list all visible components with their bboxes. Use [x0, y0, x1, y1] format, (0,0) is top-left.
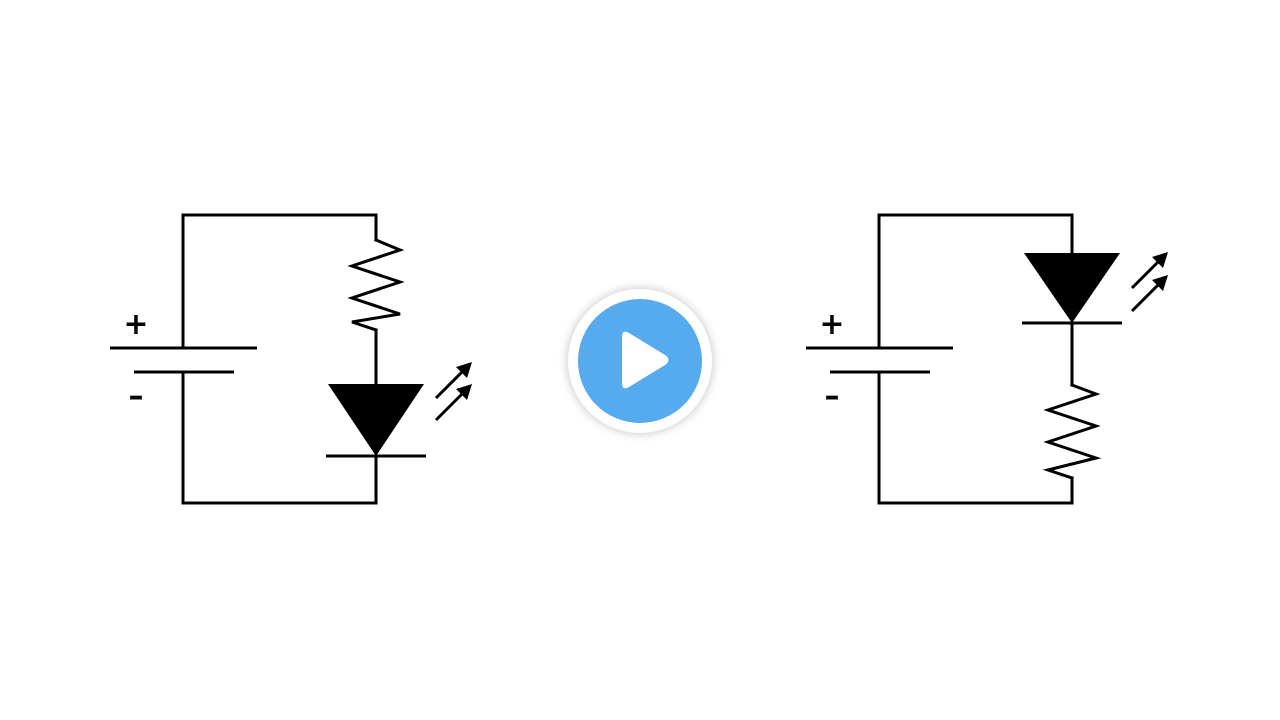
left-battery-minus-label: –	[129, 379, 144, 414]
right-wire-top	[877, 213, 1074, 350]
right-circuit: + –	[806, 213, 1168, 505]
play-button[interactable]	[568, 289, 712, 433]
right-led-icon	[1022, 252, 1168, 325]
right-wire-bottom	[877, 370, 1074, 505]
left-battery-icon: + –	[110, 307, 257, 414]
left-resistor-icon	[347, 238, 405, 332]
left-led-icon	[326, 362, 472, 458]
left-circuit: + –	[110, 213, 472, 505]
right-battery-minus-label: –	[825, 379, 840, 414]
left-wire-top	[181, 213, 378, 350]
left-wire-bottom	[181, 370, 378, 505]
right-battery-plus-label: +	[819, 307, 844, 342]
right-resistor-icon	[1042, 383, 1102, 480]
play-icon	[622, 331, 669, 389]
left-battery-plus-label: +	[123, 307, 148, 342]
right-battery-icon: + –	[806, 307, 953, 414]
